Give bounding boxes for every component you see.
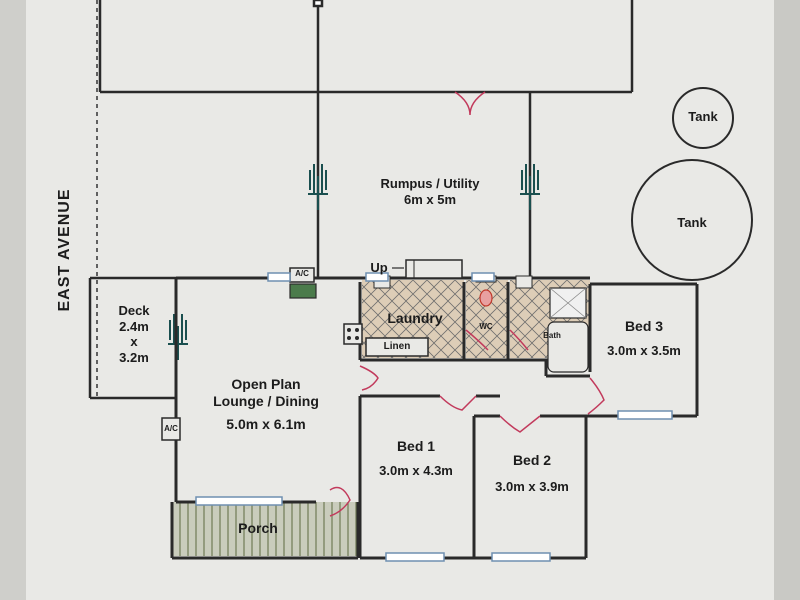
- stairs-up-label: Up: [370, 260, 388, 275]
- deck-label: Deck 2.4m x 3.2m: [106, 303, 162, 365]
- bed3-label: Bed 3 3.0m x 3.5m: [598, 318, 690, 358]
- linen-label: Linen: [383, 341, 411, 352]
- bath-label: Bath: [543, 331, 561, 340]
- deck-name: Deck: [118, 303, 150, 318]
- rumpus-label: Rumpus / Utility 6m x 5m: [360, 176, 500, 207]
- linen-cupboard: [365, 337, 429, 357]
- bed1-dims: 3.0m x 4.3m: [379, 462, 453, 478]
- deck-post-icon: [167, 313, 189, 361]
- doors: [329, 329, 605, 517]
- small-tank: [672, 87, 734, 149]
- deck-width: 2.4m: [119, 318, 149, 334]
- stairs: [405, 259, 463, 279]
- bed3-dims: 3.0m x 3.5m: [607, 342, 681, 358]
- deck-x: x: [130, 334, 138, 350]
- ac-label-top: A/C: [295, 269, 309, 278]
- lounge-label: Open Plan Lounge / Dining 5.0m x 6.1m: [196, 376, 336, 432]
- bathtub-icon: [547, 321, 589, 373]
- basin-icon: [515, 275, 533, 289]
- wc-label: WC: [479, 322, 493, 331]
- large-tank-label: Tank: [677, 215, 707, 230]
- lounge-name-2: Lounge / Dining: [213, 392, 319, 409]
- toilet-icon: [479, 289, 493, 307]
- bed1-name: Bed 1: [396, 438, 436, 454]
- deck-walls: [88, 276, 176, 400]
- house-walls: [170, 276, 699, 560]
- scan-border-left: [0, 0, 26, 600]
- lounge-name-1: Open Plan: [231, 376, 301, 392]
- bed2-name: Bed 2: [512, 452, 552, 468]
- bed3-name: Bed 3: [624, 318, 664, 334]
- laundry-label: Laundry: [387, 310, 443, 326]
- bed2-label: Bed 2 3.0m x 3.9m: [486, 452, 578, 494]
- ac-outdoor-unit: [289, 283, 317, 299]
- rumpus-dims: 6m x 5m: [403, 191, 457, 207]
- windows: [195, 272, 673, 562]
- stove-icon: [343, 323, 363, 345]
- small-tank-label: Tank: [688, 109, 718, 124]
- street-name: EAST AVENUE: [56, 188, 73, 312]
- rumpus-name: Rumpus / Utility: [380, 176, 480, 191]
- shed-walls: [98, 0, 634, 132]
- bed1-label: Bed 1 3.0m x 4.3m: [376, 438, 456, 478]
- porch-floor: [172, 502, 358, 556]
- ac-unit-lounge: [161, 417, 181, 441]
- bed2-dims: 3.0m x 3.9m: [495, 478, 569, 494]
- porch-label: Porch: [238, 520, 278, 536]
- large-tank: [631, 159, 753, 281]
- scan-border-right: [774, 0, 800, 600]
- deck-height: 3.2m: [119, 349, 149, 365]
- shed-door: [454, 91, 486, 116]
- ac-label-lounge: A/C: [164, 424, 178, 433]
- lounge-dims: 5.0m x 6.1m: [226, 415, 306, 432]
